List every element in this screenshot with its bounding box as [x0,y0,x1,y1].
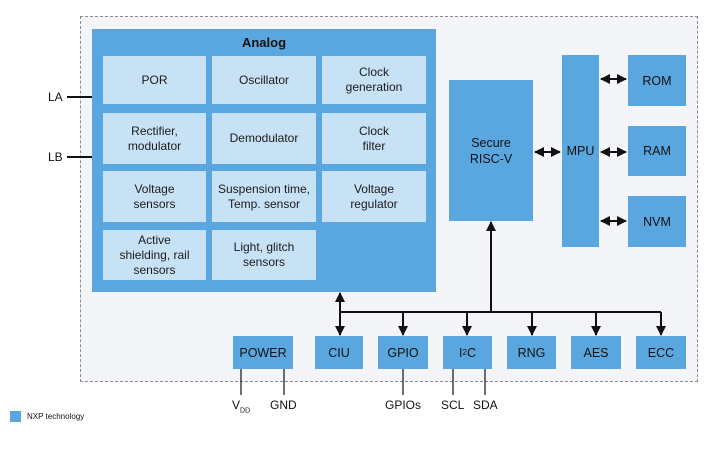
rom-block: ROM [628,55,686,106]
analog-title: Analog [241,35,287,50]
rectifier-modulator-cell: Rectifier,modulator [103,113,206,164]
scl-pin-label: SCL [441,398,465,412]
rng-block: RNG [507,336,556,369]
ciu-block: CIU [315,336,363,369]
vdd-label-main: V [232,398,241,412]
aes-block: AES [571,336,621,369]
vdd-pin-label: VDD [232,398,250,414]
power-block: POWER [233,336,293,369]
i2c-label-c: C [466,345,476,360]
gpio-block: GPIO [378,336,428,369]
ecc-block: ECC [636,336,686,369]
demodulator-cell: Demodulator [212,113,316,164]
legend-label: NXP technology [27,412,85,421]
gpios-pin-label: GPIOs [385,398,422,412]
gnd-pin-label: GND [270,398,297,412]
la-pin-label: LA [48,90,63,104]
vdd-label-sub: DD [240,407,251,415]
sda-pin-label: SDA [473,398,498,412]
lb-pin-label: LB [48,150,63,164]
i2c-label-i: I [459,345,463,360]
suspension-temp-sensor-cell: Suspension time,Temp. sensor [212,171,316,222]
ram-block: RAM [628,126,686,176]
legend-swatch [10,411,21,422]
por-cell: POR [103,56,206,104]
oscillator-cell: Oscillator [212,56,316,104]
nvm-block: NVM [628,196,686,247]
mpu-block: MPU [562,55,599,247]
